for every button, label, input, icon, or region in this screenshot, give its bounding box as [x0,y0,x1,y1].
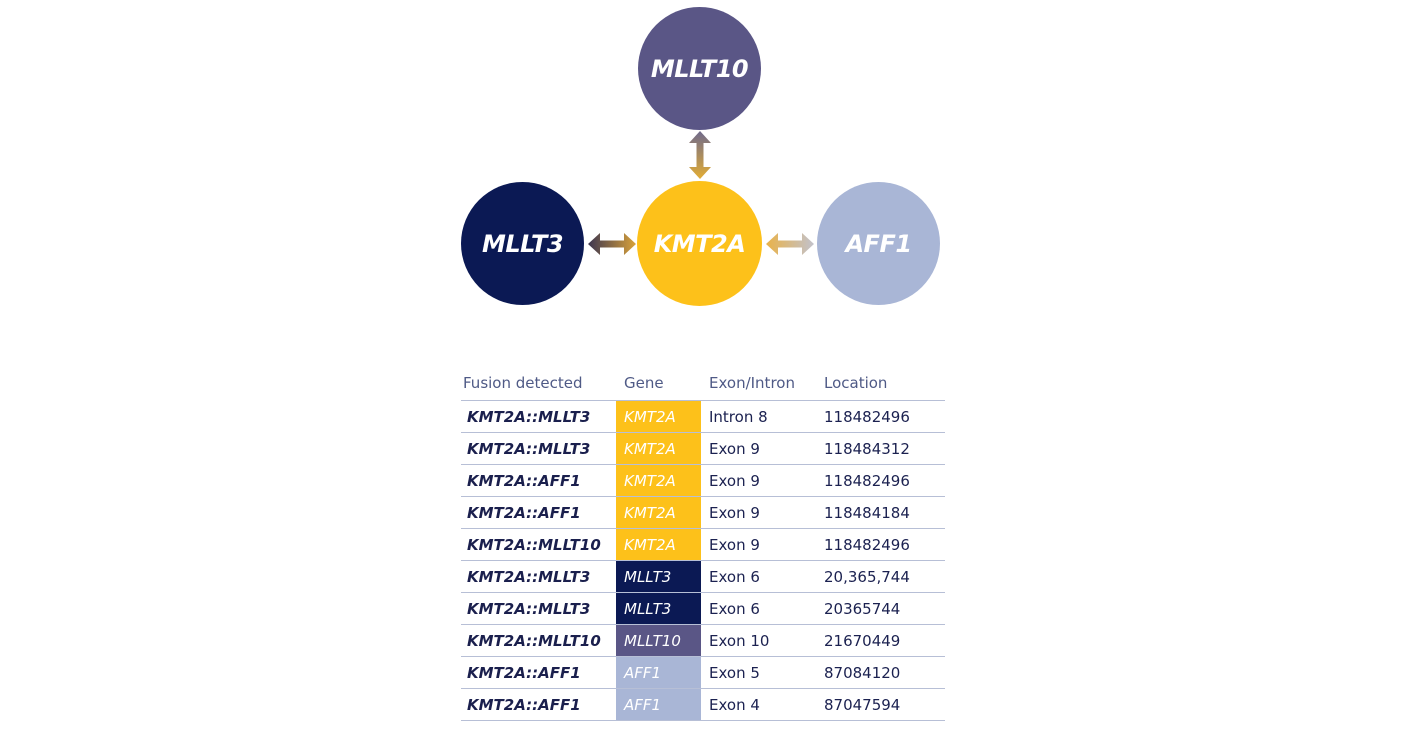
exon-cell: Intron 8 [701,400,816,433]
exon-cell: Exon 9 [701,496,816,529]
location-cell: 118484184 [816,496,945,529]
fusion-cell: KMT2A::AFF1 [461,688,616,721]
fusion-cell: KMT2A::AFF1 [461,464,616,497]
node-mllt10: MLLT10 [638,7,761,130]
header-exon-intron: Exon/Intron [701,366,816,401]
fusion-cell: KMT2A::AFF1 [461,496,616,529]
header-gene: Gene [616,366,701,401]
exon-cell: Exon 5 [701,656,816,689]
header-location: Location [816,366,945,401]
node-label: KMT2A [653,229,746,258]
exon-cell: Exon 6 [701,560,816,593]
gene-cell: MLLT3 [616,560,701,593]
gene-cell: MLLT3 [616,592,701,625]
exon-cell: Exon 10 [701,624,816,657]
location-cell: 118482496 [816,528,945,561]
location-cell: 87047594 [816,688,945,721]
gene-cell: AFF1 [616,688,701,721]
node-aff1: AFF1 [817,182,940,305]
exon-cell: Exon 9 [701,528,816,561]
node-label: MLLT3 [481,229,564,258]
exon-cell: Exon 9 [701,432,816,465]
double-arrow-vertical-icon [689,131,711,179]
location-cell: 118482496 [816,464,945,497]
node-label: AFF1 [845,229,912,258]
fusion-table: Fusion detected Gene Exon/Intron Locatio… [461,366,945,721]
gene-cell: MLLT10 [616,624,701,657]
double-arrow-right-icon [766,233,814,255]
fusion-cell: KMT2A::MLLT10 [461,528,616,561]
node-mllt3: MLLT3 [461,182,584,305]
gene-cell: KMT2A [616,496,701,529]
location-cell: 21670449 [816,624,945,657]
exon-cell: Exon 6 [701,592,816,625]
location-cell: 20365744 [816,592,945,625]
header-fusion-detected: Fusion detected [461,366,616,401]
fusion-cell: KMT2A::MLLT3 [461,432,616,465]
gene-cell: KMT2A [616,432,701,465]
node-label: MLLT10 [650,54,749,83]
location-cell: 20,365,744 [816,560,945,593]
location-cell: 87084120 [816,656,945,689]
location-cell: 118482496 [816,400,945,433]
exon-cell: Exon 4 [701,688,816,721]
table-header-row: Fusion detected Gene Exon/Intron Locatio… [461,366,945,401]
fusion-cell: KMT2A::AFF1 [461,656,616,689]
double-arrow-left-icon [588,233,636,255]
node-kmt2a: KMT2A [637,181,762,306]
gene-cell: KMT2A [616,528,701,561]
fusion-cell: KMT2A::MLLT3 [461,560,616,593]
exon-cell: Exon 9 [701,464,816,497]
fusion-cell: KMT2A::MLLT3 [461,592,616,625]
gene-cell: KMT2A [616,400,701,433]
fusion-cell: KMT2A::MLLT10 [461,624,616,657]
gene-cell: AFF1 [616,656,701,689]
location-cell: 118484312 [816,432,945,465]
gene-cell: KMT2A [616,464,701,497]
fusion-cell: KMT2A::MLLT3 [461,400,616,433]
